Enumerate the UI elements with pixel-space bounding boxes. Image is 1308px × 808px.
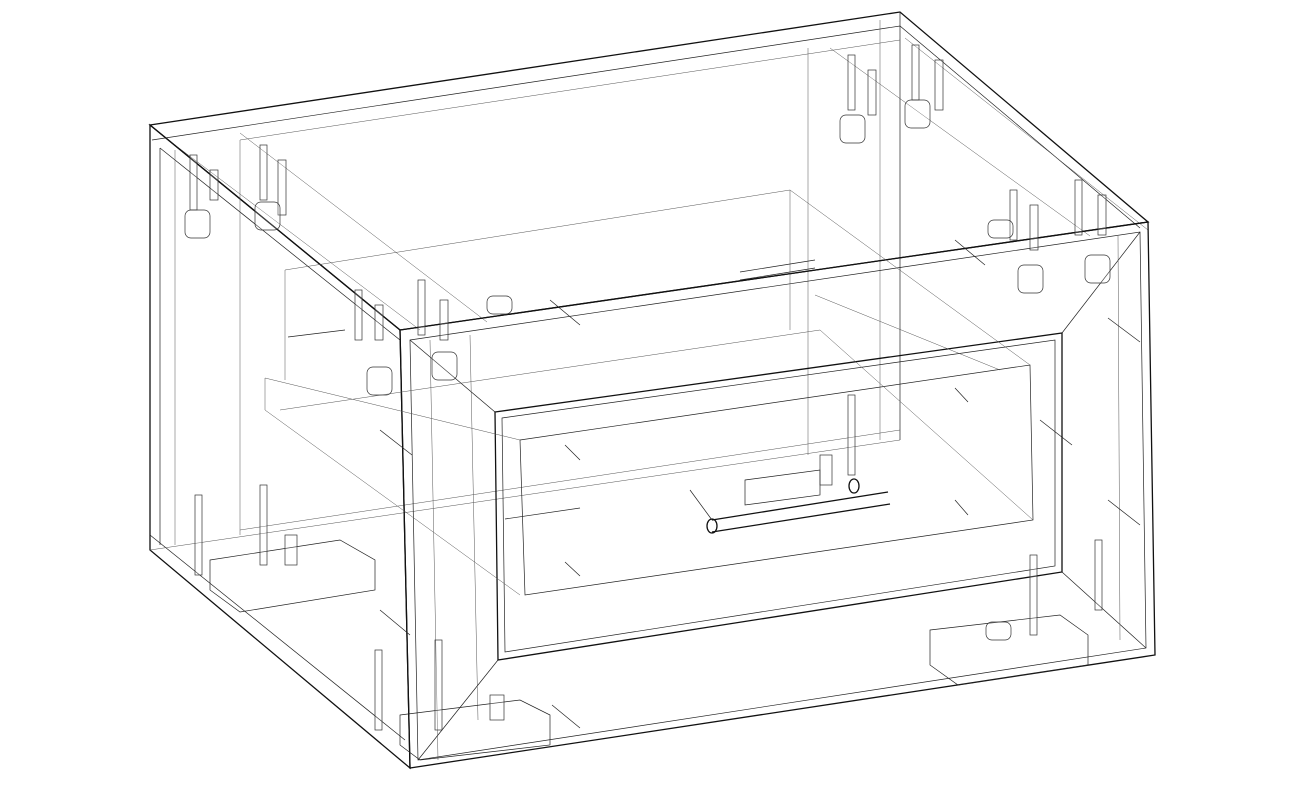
- dowels-and-fittings: [184, 44, 1141, 731]
- back-panel: [239, 12, 901, 531]
- top-panel: [148, 11, 1150, 341]
- drawer-box: [264, 189, 1034, 596]
- drawer-front: [399, 221, 1156, 769]
- mounting-blocks: [209, 539, 1089, 761]
- drawer-handle: [689, 469, 891, 534]
